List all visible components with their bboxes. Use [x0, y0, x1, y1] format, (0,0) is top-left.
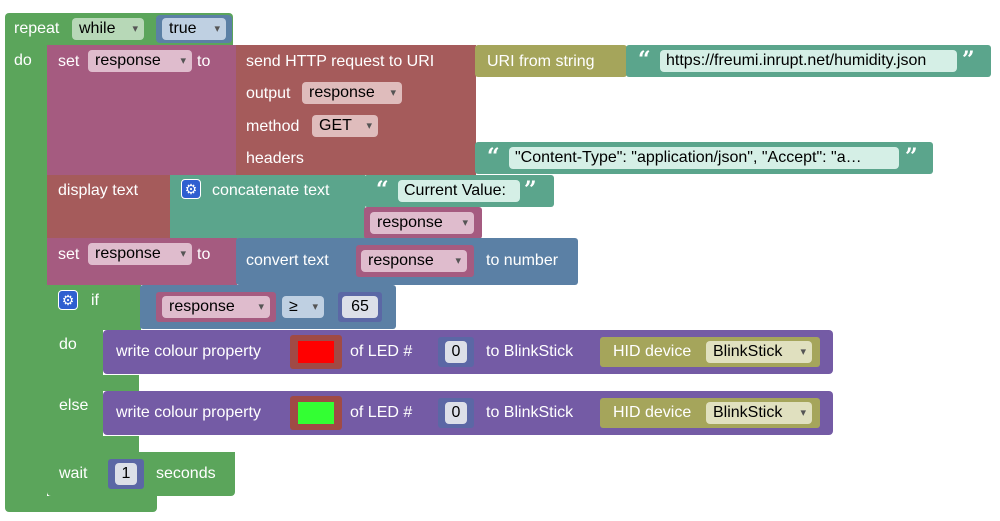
set-label: set [58, 53, 80, 70]
headers-label: headers [246, 150, 304, 167]
method-label: method [246, 118, 300, 135]
blinkstick-dropdown[interactable]: BlinkStick [706, 402, 812, 424]
hid-device-label: HID device [613, 343, 692, 360]
to-number-label: to number [486, 252, 559, 269]
close-quote-icon: ” [524, 177, 537, 203]
url-field[interactable]: https://freumi.inrupt.net/humidity.json [660, 50, 957, 72]
output-label: output [246, 85, 291, 102]
open-quote-icon: “ [487, 144, 500, 170]
repeat-left-arm [5, 44, 47, 504]
set-var-dropdown[interactable]: response [88, 243, 192, 265]
http-request-block[interactable] [236, 45, 476, 175]
true-dropdown[interactable]: true [162, 18, 226, 40]
output-var-dropdown[interactable]: response [302, 82, 402, 104]
seconds-label: seconds [156, 465, 216, 482]
else-label: else [59, 397, 89, 414]
set-to-label: to [197, 53, 211, 70]
repeat-do-label: do [14, 52, 32, 69]
concatenate-block[interactable] [170, 175, 365, 239]
concatenate-label: concatenate text [212, 182, 330, 199]
if-do-label: do [59, 336, 77, 353]
response-var-dropdown[interactable]: response [370, 212, 474, 234]
gear-icon[interactable]: ⚙ [181, 179, 201, 199]
of-led-label: of LED # [350, 404, 413, 421]
gear-icon[interactable]: ⚙ [58, 290, 78, 310]
to-blinkstick-label: to BlinkStick [486, 343, 574, 360]
set-to-label: to [197, 246, 211, 263]
close-quote-icon: ” [962, 47, 975, 73]
wait-value-field[interactable]: 1 [115, 463, 137, 485]
repeat-mode-dropdown[interactable]: while [72, 18, 144, 40]
http-label: send HTTP request to URI [246, 53, 435, 70]
to-blinkstick-label: to BlinkStick [486, 404, 574, 421]
set-label: set [58, 246, 80, 263]
convert-var-dropdown[interactable]: response [361, 250, 467, 272]
display-text-block[interactable] [47, 175, 172, 239]
if-label: if [91, 292, 99, 309]
repeat-bottom-arm [5, 496, 157, 512]
close-quote-icon: ” [905, 144, 918, 170]
uri-label: URI from string [487, 53, 595, 70]
write-colour-label: write colour property [116, 404, 261, 421]
method-dropdown[interactable]: GET [312, 115, 378, 137]
of-led-label: of LED # [350, 343, 413, 360]
if-left-arm [47, 329, 103, 453]
green-swatch[interactable] [295, 399, 337, 427]
uri-from-string-block[interactable] [475, 45, 627, 77]
open-quote-icon: “ [376, 177, 389, 203]
wait-label: wait [59, 465, 88, 482]
open-quote-icon: “ [638, 47, 651, 73]
if-mid-arm [47, 375, 139, 391]
write-colour-label: write colour property [116, 343, 261, 360]
current-value-field[interactable]: Current Value: [398, 180, 520, 202]
operator-dropdown[interactable]: ≥ [282, 296, 324, 318]
convert-label: convert text [246, 252, 329, 269]
red-swatch[interactable] [295, 338, 337, 366]
compare-value-field[interactable]: 65 [342, 296, 378, 318]
led-index-field[interactable]: 0 [445, 341, 467, 363]
set-var-dropdown[interactable]: response [88, 50, 192, 72]
if-bottom-arm [47, 436, 139, 452]
led-index-field[interactable]: 0 [445, 402, 467, 424]
blinkstick-dropdown[interactable]: BlinkStick [706, 341, 812, 363]
headers-field[interactable]: "Content-Type": "application/json", "Acc… [509, 147, 899, 169]
display-label: display text [58, 182, 139, 199]
hid-device-label: HID device [613, 404, 692, 421]
compare-var-dropdown[interactable]: response [162, 296, 270, 318]
repeat-label: repeat [14, 20, 60, 37]
